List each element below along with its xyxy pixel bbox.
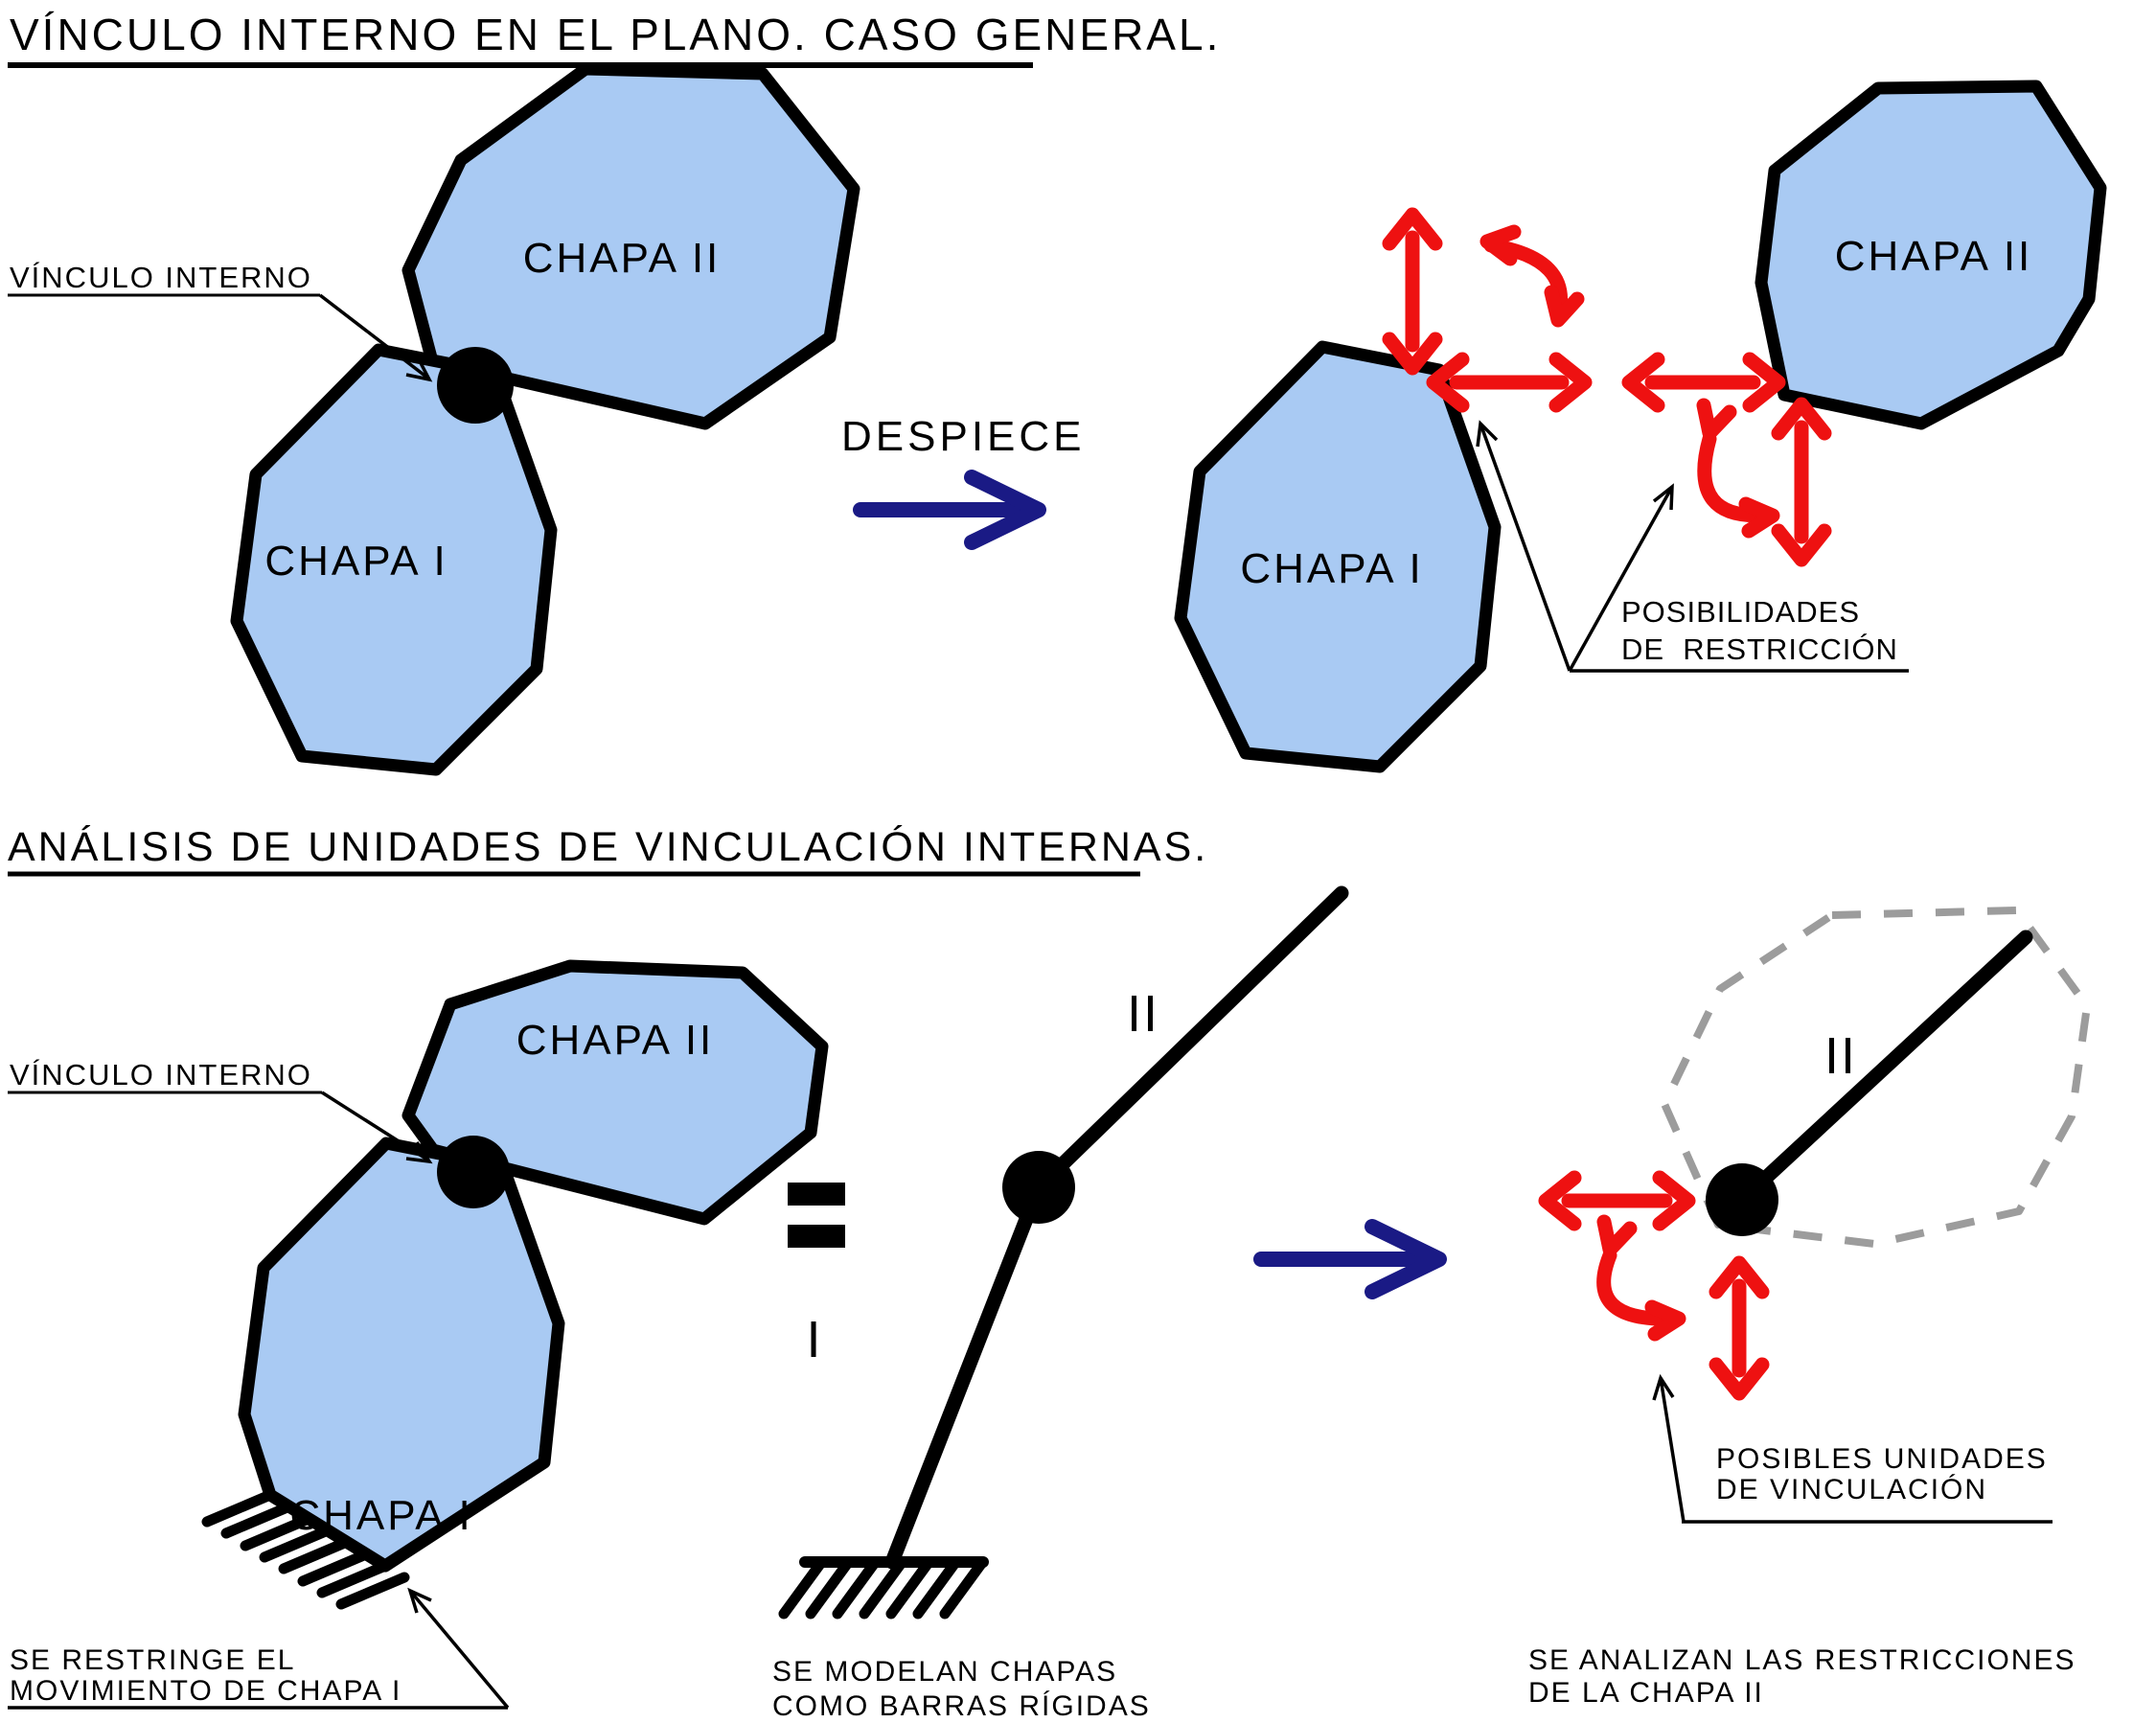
hinge-dot xyxy=(1002,1151,1075,1224)
vinculo-interno-callout: VÍNCULO INTERNO xyxy=(10,1058,312,1091)
chapa2-ghost-outline xyxy=(1661,907,2091,1248)
posibilidades-callout: POSIBILIDADES DE RESTRICCIÓN xyxy=(1476,420,1909,673)
chapa2-plate xyxy=(401,62,860,430)
bottom-section: ANÁLISIS DE UNIDADES DE VINCULACIÓN INTE… xyxy=(8,824,2091,1722)
leader-arrowhead-icon xyxy=(1652,483,1674,511)
posibilidades-leader-left xyxy=(1479,423,1571,672)
bar-model-group: II I SE MODELAN CHAPAS COMO BARRAS RÍGID… xyxy=(772,885,1349,1722)
top-section: VÍNCULO INTERNO EN EL PLANO. CASO GENERA… xyxy=(8,10,2107,776)
equals-bar-top xyxy=(788,1183,845,1206)
modelan-caption-line1: SE MODELAN CHAPAS xyxy=(772,1656,1117,1688)
leader-arrowhead-icon xyxy=(407,1587,432,1614)
despiece-arrow-icon xyxy=(853,470,1046,550)
analizan-caption-line1: SE ANALIZAN LAS RESTRICCIONES xyxy=(1528,1644,2076,1676)
bar1-rigid-bar xyxy=(884,1180,1046,1570)
assembled-plates-group: CHAPA II CHAPA I VÍNCULO INTERNO xyxy=(8,62,860,776)
ground-hatching-icon xyxy=(201,1489,410,1610)
bar2-label: II xyxy=(1127,985,1159,1043)
bar2-rigid-bar xyxy=(1031,885,1349,1195)
posibilidades-line2: DE RESTRICCIÓN xyxy=(1621,632,1898,666)
callout-leader-line xyxy=(318,293,429,379)
chapa2-exploded-label: CHAPA II xyxy=(1835,233,2033,280)
bar2-label: II xyxy=(1824,1027,1857,1085)
bar2-rigid-bar xyxy=(1734,930,2033,1207)
modelan-caption-line2: COMO BARRAS RÍGIDAS xyxy=(772,1690,1151,1722)
internal-hinge-dot xyxy=(437,1136,510,1208)
vinculo-interno-callout: VÍNCULO INTERNO xyxy=(10,261,312,294)
chapa1-exploded-label: CHAPA I xyxy=(1240,545,1423,592)
restriction-arrows-chapa1-icon xyxy=(1382,207,1593,413)
result-arrow-icon xyxy=(1253,1219,1447,1299)
restriction-arrows-chapa2-icon xyxy=(1621,352,1832,567)
posibles-line1: POSIBLES UNIDADES xyxy=(1716,1443,2048,1475)
restraint-arrows-icon xyxy=(1538,1170,1770,1401)
exploded-plates-group: CHAPA I CHAPA II xyxy=(1174,80,2107,773)
fixed-support-icon xyxy=(778,1556,989,1620)
chapa2-label: CHAPA II xyxy=(516,1017,715,1064)
chapa1-plate xyxy=(230,343,558,776)
leader-arrowhead-icon xyxy=(405,1141,433,1164)
hinge-dot xyxy=(1706,1163,1778,1236)
despiece-label: DESPIECE xyxy=(841,413,1086,460)
leader-arrowhead-icon xyxy=(1652,1373,1675,1401)
despiece-group: DESPIECE xyxy=(841,413,1086,550)
analizan-caption-line2: DE LA CHAPA II xyxy=(1528,1677,1764,1709)
equals-bar-bottom xyxy=(788,1225,845,1248)
chapa2-plate xyxy=(401,959,829,1226)
callout-leader-line xyxy=(321,1091,428,1161)
posibles-line2: DE VINCULACIÓN xyxy=(1716,1474,1987,1505)
chapa2-label: CHAPA II xyxy=(523,235,722,282)
section2-title: ANÁLISIS DE UNIDADES DE VINCULACIÓN INTE… xyxy=(8,824,1208,870)
posibilidades-leader-right xyxy=(1568,486,1674,672)
analysis-group: II POSIBLES UNIDADES DE VINCULACIÓN SE A… xyxy=(1528,907,2091,1709)
ground-leader-line xyxy=(408,1589,510,1710)
internal-hinge-dot xyxy=(437,347,514,424)
chapa2-exploded-plate xyxy=(1755,80,2107,430)
restringe-caption-line2: MOVIMIENTO DE CHAPA I xyxy=(10,1675,401,1707)
chapa1-label: CHAPA I xyxy=(264,538,447,585)
equals-sign xyxy=(788,1183,845,1248)
grounded-plates-group: CHAPA II CHAPA I VÍNCULO INTERNO SE REST… xyxy=(8,959,829,1710)
main-title: VÍNCULO INTERNO EN EL PLANO. CASO GENERA… xyxy=(10,10,1221,59)
posibles-leader-line xyxy=(1659,1377,1686,1523)
leader-arrowhead-icon xyxy=(1476,420,1499,448)
bar1-label: I xyxy=(806,1311,822,1368)
leader-arrowhead-icon xyxy=(405,358,433,382)
restringe-caption-line1: SE RESTRINGE EL xyxy=(10,1644,295,1676)
chapa1-exploded-plate xyxy=(1174,340,1502,773)
posibilidades-line1: POSIBILIDADES xyxy=(1621,595,1860,629)
